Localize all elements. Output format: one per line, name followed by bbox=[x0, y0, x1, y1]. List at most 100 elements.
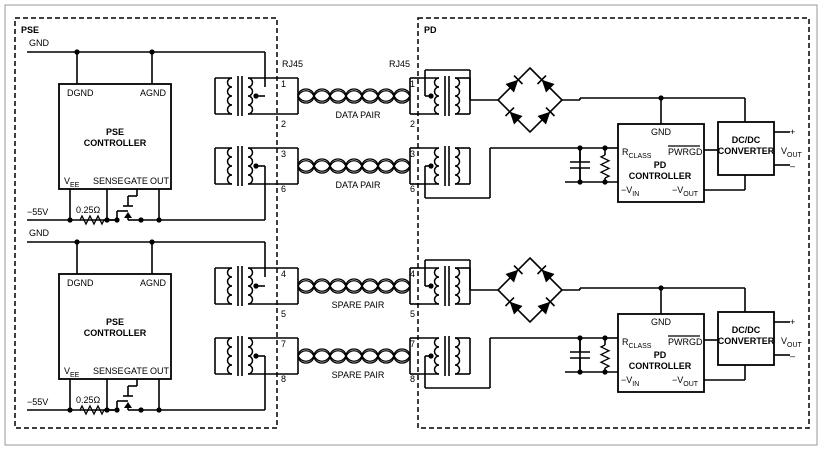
rclass-resistor bbox=[599, 154, 611, 179]
pse-dgnd-label: DGND bbox=[67, 88, 94, 98]
pd-controller-title: PD bbox=[654, 160, 667, 170]
junction-dot bbox=[253, 283, 259, 289]
pse-vee-label: VEE bbox=[64, 366, 80, 379]
pse-out-label: OUT bbox=[150, 176, 170, 186]
rj45-pin-label: 8 bbox=[410, 374, 415, 384]
pse-transformer-top bbox=[226, 266, 254, 306]
diode-body bbox=[541, 79, 555, 93]
junction-dot bbox=[428, 93, 434, 99]
transformer-primary-coil bbox=[226, 147, 233, 185]
bridge-diode bbox=[505, 264, 524, 283]
cable-wire-a bbox=[297, 280, 411, 288]
twisted-pair-cable bbox=[297, 158, 411, 174]
pse-controller-box bbox=[58, 273, 172, 380]
pd-section-label: PD bbox=[424, 25, 437, 35]
pse-transformer-bottom bbox=[226, 336, 254, 376]
pse-controller-title: PSE bbox=[106, 317, 124, 327]
pse-gnd-label: GND bbox=[29, 228, 50, 238]
transformer-primary-coil bbox=[226, 77, 233, 115]
rj45-pin-label: 4 bbox=[410, 269, 415, 279]
label-bg bbox=[322, 180, 394, 190]
mosfet-arrow bbox=[124, 212, 132, 218]
diode-body bbox=[541, 269, 555, 283]
junction-dot bbox=[253, 163, 259, 169]
diode-body bbox=[537, 301, 551, 315]
figure-frame bbox=[4, 4, 818, 446]
pse-sense-resistor bbox=[79, 214, 105, 226]
diode-bar bbox=[513, 74, 524, 85]
pse-resistor-label: 0.25Ω bbox=[76, 205, 101, 215]
diode-body bbox=[537, 111, 551, 125]
twisted-pair-cable bbox=[297, 348, 411, 364]
diode-bar bbox=[545, 296, 556, 307]
dcdc-label-line1: DC/DC bbox=[732, 325, 761, 335]
dcdc-converter-box bbox=[717, 311, 775, 366]
bridge-diode bbox=[504, 106, 523, 125]
diode-body bbox=[509, 301, 523, 315]
transformer-secondary-coil bbox=[454, 77, 461, 115]
junction-dot bbox=[428, 163, 434, 169]
pd-transformer-bottom bbox=[433, 146, 461, 186]
pse-neg55v-label: −55V bbox=[27, 397, 48, 407]
bridge-diode bbox=[536, 74, 555, 93]
transformer-primary-coil bbox=[433, 147, 440, 185]
cable-wire-b bbox=[297, 354, 411, 362]
rj45-pin-label: 5 bbox=[281, 309, 286, 319]
pd-gnd-label: GND bbox=[651, 127, 672, 137]
rj45-pin-label: 3 bbox=[410, 149, 415, 159]
rj45-pin-label: 2 bbox=[281, 119, 286, 129]
pse-transformer-bottom bbox=[226, 146, 254, 186]
cable-wire-b bbox=[297, 164, 411, 172]
pd-pwrgd-label: PWRGD bbox=[668, 337, 703, 347]
junction-dot bbox=[114, 407, 120, 413]
pse-controller-subtitle: CONTROLLER bbox=[84, 138, 147, 148]
pd-controller-subtitle: CONTROLLER bbox=[629, 171, 692, 181]
label-bg bbox=[322, 370, 394, 380]
pair-label: SPARE PAIR bbox=[332, 370, 385, 380]
rj45-left-label: RJ45 bbox=[282, 59, 303, 69]
pd-vin-label: −VIN bbox=[621, 185, 639, 198]
pse-gate-label: GATE bbox=[124, 176, 148, 186]
transformer-secondary-coil bbox=[454, 337, 461, 375]
pse-section-label: PSE bbox=[21, 25, 39, 35]
pse-transformer-top bbox=[226, 76, 254, 116]
junction-dot bbox=[253, 93, 259, 99]
pse-gnd-label: GND bbox=[29, 38, 50, 48]
pair-label: DATA PAIR bbox=[335, 180, 381, 190]
cable-wire-b bbox=[297, 284, 411, 292]
pse-sense-label: SENSE bbox=[93, 176, 124, 186]
pse-sense-label: SENSE bbox=[93, 366, 124, 376]
pd-controller-subtitle: CONTROLLER bbox=[629, 361, 692, 371]
transformer-secondary-coil bbox=[247, 77, 254, 115]
twisted-pair-cable bbox=[297, 88, 411, 104]
dcdc-label-line2: CONVERTER bbox=[718, 336, 775, 346]
mosfet-arrow bbox=[124, 402, 132, 408]
pse-vee-label: VEE bbox=[64, 176, 80, 189]
output-vout-label: VOUT bbox=[781, 146, 803, 159]
pse-sense-resistor bbox=[79, 404, 105, 416]
rj45-pin-label: 6 bbox=[281, 184, 286, 194]
junction-dot bbox=[602, 369, 608, 375]
output-vout-label: VOUT bbox=[781, 336, 803, 349]
diode-bar bbox=[536, 264, 547, 275]
diode-body bbox=[505, 269, 519, 283]
bridge-diode bbox=[537, 106, 556, 125]
pd-transformer-bottom bbox=[433, 336, 461, 376]
pse-gate-label: GATE bbox=[124, 366, 148, 376]
cable-wire-a bbox=[297, 90, 411, 98]
pd-vin-label: −VIN bbox=[621, 375, 639, 388]
pse-agnd-label: AGND bbox=[140, 278, 167, 288]
diode-body bbox=[505, 79, 519, 93]
junction-dot bbox=[114, 217, 120, 223]
cable-wire-a bbox=[297, 160, 411, 168]
transformer-primary-coil bbox=[226, 337, 233, 375]
bridge-rectifier bbox=[496, 256, 564, 324]
pd-rclass-label: RCLASS bbox=[622, 147, 652, 160]
rj45-pin-label: 3 bbox=[281, 149, 286, 159]
rj45-pin-label: 8 bbox=[281, 374, 286, 384]
transformer-primary-coil bbox=[433, 267, 440, 305]
output-plus-sign: + bbox=[790, 317, 795, 327]
